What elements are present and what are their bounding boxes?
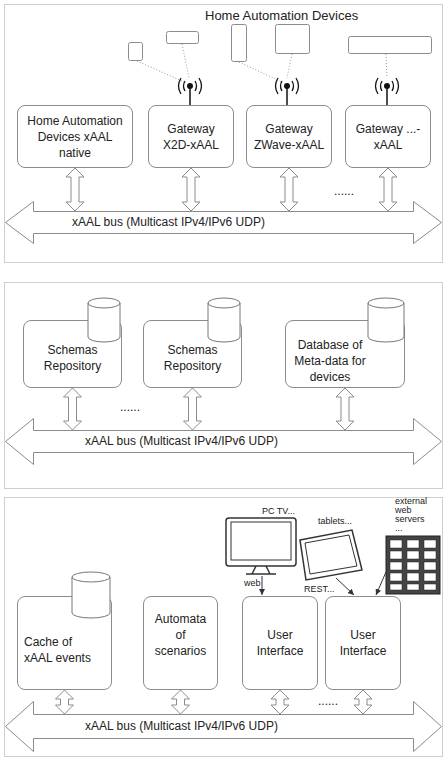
double-arrow-connector: [64, 388, 82, 430]
component-box: Database of Meta-data for devices: [285, 320, 405, 388]
bus-outline: [6, 702, 442, 752]
cylinder-rim: [88, 303, 120, 308]
bus-label: xAAL bus (Multicast IPv4/IPv6 UDP): [5, 714, 441, 738]
double-arrow-connector: [184, 388, 202, 430]
server-slots: [390, 540, 436, 590]
bus-band: xAAL bus (Multicast IPv4/IPv6 UDP): [5, 211, 441, 233]
box-label: User Interface: [250, 627, 310, 659]
annotation-label: REST...: [304, 584, 335, 594]
bus-outline: [6, 202, 442, 244]
cylinder-rim: [208, 303, 240, 308]
panel-frame: [5, 498, 443, 757]
annotation-label: web: [244, 578, 261, 588]
component-box: Schemas Repository: [143, 320, 242, 388]
bus-label: xAAL bus (Multicast IPv4/IPv6 UDP): [5, 211, 441, 233]
device-symbol: [129, 43, 143, 61]
double-arrow-connector: [56, 690, 74, 714]
rest-link: [376, 572, 386, 595]
annotation-label: ......: [334, 184, 354, 198]
double-arrow-connector: [379, 168, 397, 211]
bus-outline: [6, 419, 442, 465]
box-label: Schemas Repository: [28, 342, 118, 374]
antenna-waves: [376, 78, 399, 94]
rest-link: [336, 578, 354, 595]
database-cylinder: [88, 298, 120, 342]
box-label: Gateway X2D-xAAL: [153, 121, 229, 153]
antenna-waves: [179, 78, 202, 94]
component-box: Automata of scenarios: [143, 596, 218, 690]
component-box: Gateway ...-xAAL: [345, 105, 431, 168]
device-symbol: [276, 25, 310, 54]
database-cylinder: [208, 298, 240, 342]
annotation-label: ......: [120, 400, 140, 414]
double-arrow-connector: [66, 168, 84, 211]
double-arrow-connector: [172, 690, 190, 714]
component-box: Home Automation Devices xAAL native: [17, 105, 133, 168]
antenna-dot: [284, 83, 290, 89]
server-rack: [386, 536, 440, 594]
web-link: [262, 576, 263, 595]
tablet-symbol: [300, 530, 362, 580]
bus-band: xAAL bus (Multicast IPv4/IPv6 UDP): [5, 714, 441, 738]
double-arrow-connector: [280, 168, 298, 211]
antenna-waves: [276, 78, 299, 94]
box-label: Schemas Repository: [148, 342, 238, 374]
box-label: User Interface: [333, 627, 393, 659]
component-box: User Interface: [325, 596, 401, 690]
tablet-screen: [305, 535, 357, 574]
component-box: User Interface: [242, 596, 318, 690]
box-label: Gateway ...-xAAL: [350, 121, 426, 153]
double-arrow-connector: [354, 690, 372, 714]
bus-band: xAAL bus (Multicast IPv4/IPv6 UDP): [5, 430, 441, 452]
database-cylinder: [72, 572, 110, 618]
wireless-link: [137, 44, 387, 82]
box-label: Gateway ZWave-xAAL: [251, 121, 327, 153]
component-box: Gateway X2D-xAAL: [148, 105, 234, 168]
cylinder-rim: [72, 577, 110, 582]
double-arrow-connector: [271, 690, 289, 714]
annotation-label: Home Automation Devices: [205, 8, 358, 24]
component-box: Schemas Repository: [23, 320, 122, 388]
monitor-symbol: [226, 518, 296, 566]
antenna-dot: [187, 83, 193, 89]
box-label: Automata of scenarios: [151, 611, 211, 659]
panel-frame: [5, 283, 443, 489]
antenna-dot: [384, 83, 390, 89]
device-symbol: [232, 25, 247, 62]
device-symbol: [167, 32, 199, 44]
annotation-label: tablets...: [318, 516, 352, 526]
database-cylinder: [368, 298, 404, 342]
annotation-label: external web servers ...: [395, 497, 433, 533]
box-label: Database of Meta-data for devices: [294, 337, 366, 385]
annotation-label: ......: [318, 694, 338, 708]
cylinder-rim: [368, 303, 404, 308]
box-label: Cache of xAAL events: [24, 634, 96, 666]
monitor-screen: [231, 522, 291, 560]
box-label: Home Automation Devices xAAL native: [25, 113, 125, 161]
device-symbol: [349, 37, 432, 54]
double-arrow-connector: [182, 168, 200, 211]
component-box: Gateway ZWave-xAAL: [246, 105, 332, 168]
monitor-stand: [246, 566, 276, 574]
double-arrow-connector: [336, 388, 354, 430]
panel-frame: [5, 5, 443, 263]
component-box: Cache of xAAL events: [17, 596, 112, 690]
bus-label: xAAL bus (Multicast IPv4/IPv6 UDP): [5, 430, 441, 452]
annotation-label: PC TV...: [262, 506, 295, 516]
